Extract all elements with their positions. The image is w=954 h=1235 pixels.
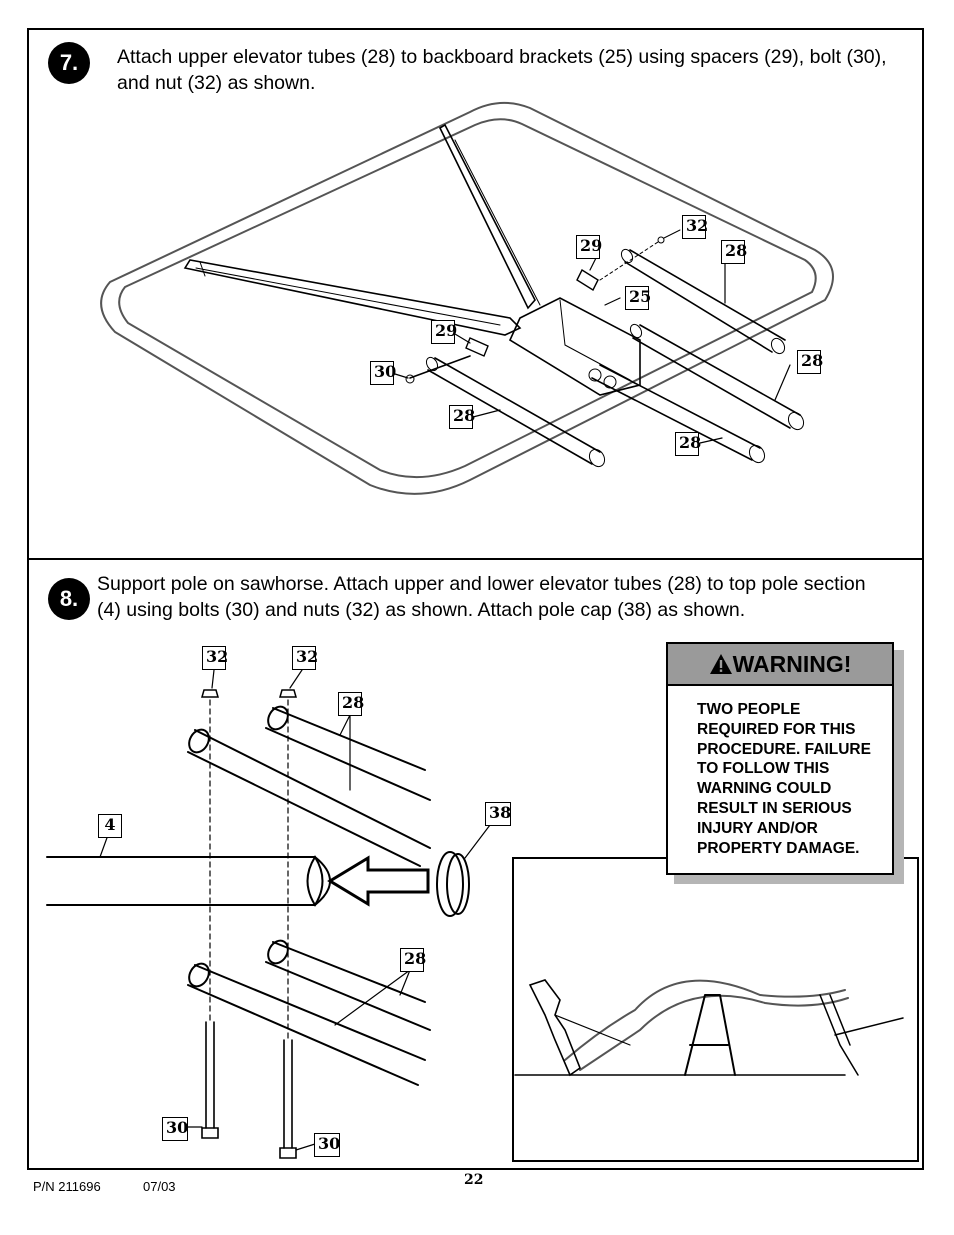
callout-28: 28 [721,240,747,264]
callout-32-a: 32 [202,646,228,670]
callout-32-b: 32 [292,646,318,670]
part-number: P/N 211696 [33,1179,101,1194]
callout-29: 29 [576,235,602,259]
step-7-instruction: Attach upper elevator tubes (28) to back… [117,46,887,94]
callout-28-lower-left: 28 [449,405,475,429]
callout-28-right: 28 [797,350,823,374]
warning-title: WARNING! [732,650,852,677]
callout-38: 38 [485,802,511,826]
callout-4: 4 [98,814,122,838]
warning-body: TWO PEOPLE REQUIRED FOR THIS PROCEDURE. … [697,701,871,857]
callout-32: 32 [682,215,708,239]
callout-30-a: 30 [162,1117,188,1141]
callout-30: 30 [370,361,396,385]
revision-date: 07/03 [143,1179,176,1194]
callout-29-lower: 29 [431,320,457,344]
warning-box: WARNING! TWO PEOPLE REQUIRED FOR THIS PR… [666,642,894,875]
step-8-instruction: Support pole on sawhorse. Attach upper a… [97,573,866,621]
callout-30-b: 30 [314,1133,340,1157]
warning-header: WARNING! [668,644,892,686]
callout-28-lower: 28 [400,948,426,972]
page-number: 22 [464,1172,484,1188]
callout-28-bottom: 28 [675,432,701,456]
warning-triangle-icon [709,654,732,674]
step-8-panel [27,558,924,1170]
callout-28-upper: 28 [338,692,364,716]
step-7-badge: 7. [48,42,90,84]
callout-25: 25 [625,286,651,310]
step-8-badge: 8. [48,578,90,620]
